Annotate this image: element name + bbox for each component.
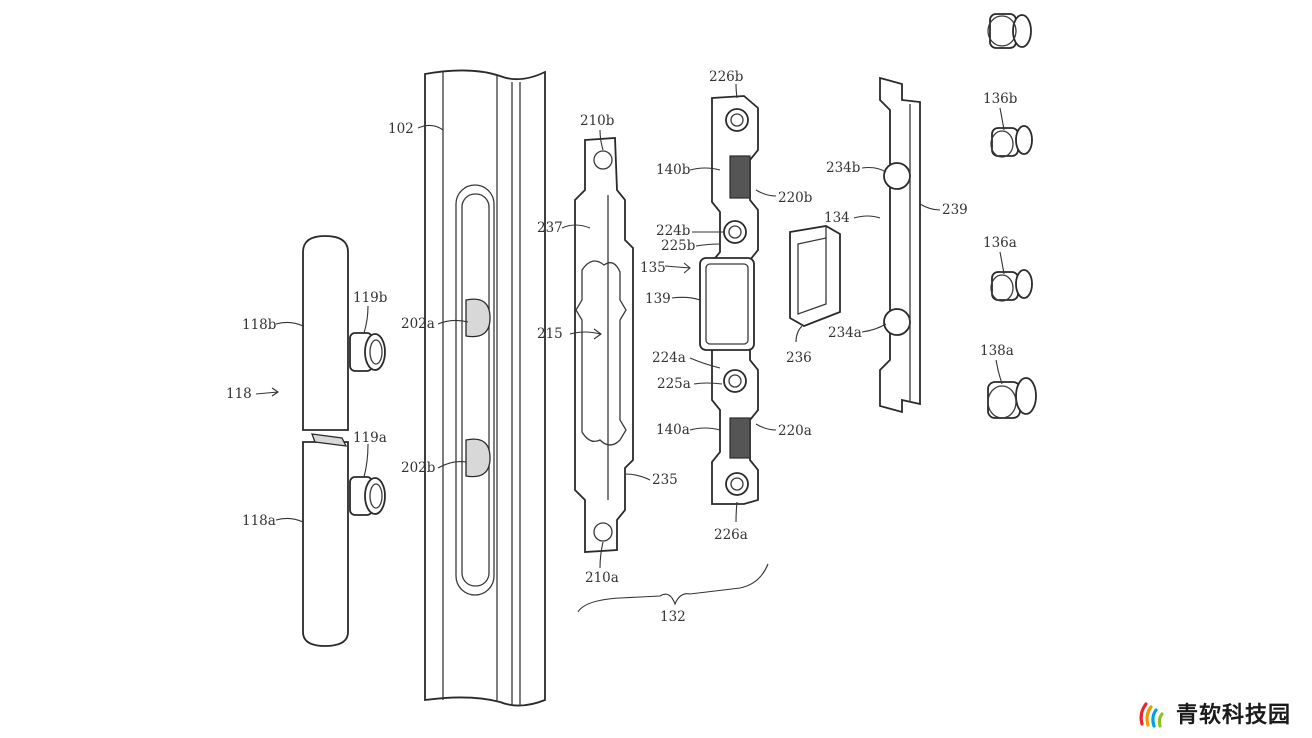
housing-wall-102 (424, 69, 546, 707)
watermark-text: 青软科技园 (1176, 703, 1292, 728)
label-138a: 138a (980, 343, 1014, 359)
reference-labels: 102 118 118b 118a 119b 119a 202a 202b 21… (226, 69, 1017, 625)
pin-136b (990, 125, 1033, 158)
pin-top (987, 13, 1032, 49)
label-210b: 210b (580, 113, 614, 129)
label-118b: 118b (242, 317, 276, 333)
label-119b: 119b (353, 290, 387, 306)
label-118a: 118a (242, 513, 276, 529)
label-136b: 136b (983, 91, 1017, 107)
label-102: 102 (388, 121, 414, 137)
label-134: 134 (824, 210, 850, 226)
label-139: 139 (645, 291, 671, 307)
label-224b: 224b (656, 223, 690, 239)
label-140b: 140b (656, 162, 690, 178)
label-215: 215 (537, 326, 563, 342)
label-225b: 225b (661, 238, 695, 254)
signal-arcs-icon (1139, 702, 1164, 728)
label-239: 239 (942, 202, 968, 218)
label-236: 236 (786, 350, 812, 366)
label-220b: 220b (778, 190, 812, 206)
pin-136a (990, 269, 1033, 302)
label-132: 132 (660, 609, 686, 625)
button-118 (302, 235, 386, 647)
frame-135 (699, 95, 759, 505)
label-226b: 226b (709, 69, 743, 85)
label-235: 235 (652, 472, 678, 488)
bracket-237 (574, 137, 634, 553)
label-237: 237 (537, 220, 563, 236)
label-234a: 234a (828, 325, 862, 341)
label-226a: 226a (714, 527, 748, 543)
label-224a: 224a (652, 350, 686, 366)
plate-134 (879, 76, 921, 414)
post-119a (349, 476, 386, 516)
post-119b (349, 332, 386, 372)
label-118: 118 (226, 386, 252, 402)
label-202b: 202b (401, 460, 435, 476)
label-119a: 119a (353, 430, 387, 446)
label-234b: 234b (826, 160, 860, 176)
label-136a: 136a (983, 235, 1017, 251)
label-135: 135 (640, 260, 666, 276)
watermark-logo: 青软科技园 (1136, 694, 1291, 732)
label-210a: 210a (585, 570, 619, 586)
label-225a: 225a (657, 376, 691, 392)
brace-132 (577, 563, 769, 613)
label-140a: 140a (656, 422, 690, 438)
label-202a: 202a (401, 316, 435, 332)
seal-236 (789, 225, 841, 327)
label-220a: 220a (778, 423, 812, 439)
pin-138a (987, 377, 1037, 419)
leader-lines (255, 83, 1005, 569)
